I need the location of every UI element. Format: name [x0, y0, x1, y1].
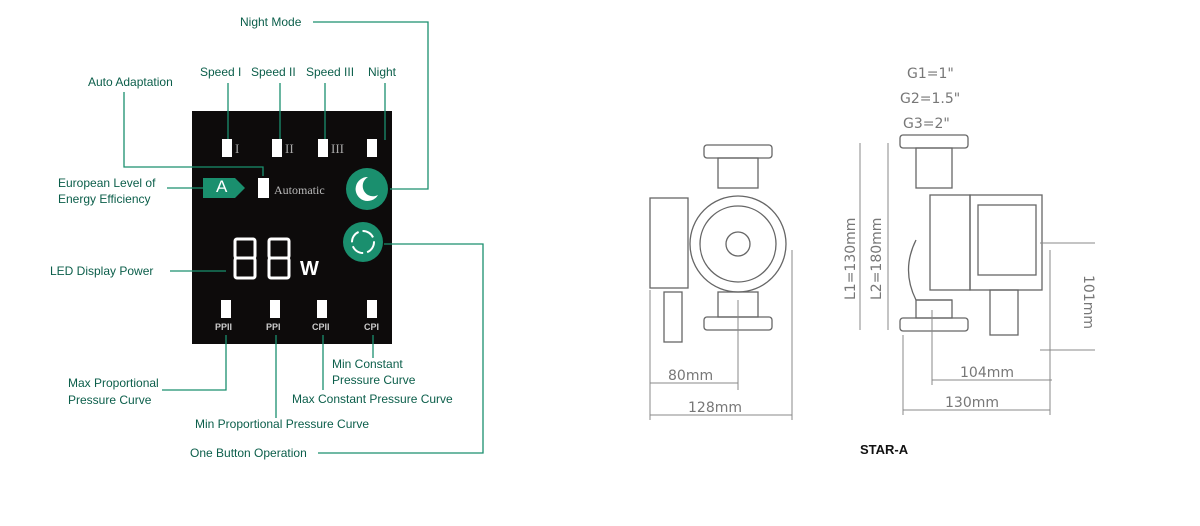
- label-min-const-2: Pressure Curve: [332, 373, 416, 387]
- one-button-operation[interactable]: [343, 222, 383, 262]
- label-night-mode: Night Mode: [240, 15, 302, 29]
- energy-class: A: [216, 177, 228, 196]
- unit-label: W: [300, 258, 319, 280]
- curve-label-ppii: PPII: [215, 322, 233, 332]
- dim-128: 128mm: [688, 400, 742, 416]
- label-max-prop-1: Max Proportional: [68, 376, 159, 390]
- label-one-button: One Button Operation: [190, 446, 307, 460]
- dim-101: 101mm: [1080, 275, 1096, 329]
- speed-1-marker: I: [235, 141, 240, 156]
- pump-front-view: [649, 144, 787, 343]
- moon-icon: [355, 176, 378, 201]
- speed-2-marker: II: [285, 141, 294, 156]
- g2-label: G2=1.5": [900, 91, 960, 107]
- led-display-digits: [233, 237, 291, 280]
- l1-label: L1=130mm: [843, 218, 859, 300]
- label-night: Night: [368, 65, 397, 79]
- leader-lines: [123, 21, 484, 454]
- label-energy-2: Energy Efficiency: [58, 192, 151, 206]
- g3-label: G3=2": [903, 116, 950, 132]
- energy-class-badge: [203, 178, 245, 198]
- dimension-lines: [649, 143, 1095, 420]
- g1-label: G1=1": [907, 66, 954, 82]
- automatic-label: Automatic: [274, 183, 325, 197]
- label-speed-2: Speed II: [251, 65, 296, 79]
- night-mode-button[interactable]: [346, 168, 388, 210]
- dim-80: 80mm: [668, 368, 713, 384]
- model-name: STAR-A: [860, 442, 909, 457]
- curve-label-ppi: PPI: [266, 322, 281, 332]
- curve-label-cpi: CPI: [364, 322, 380, 332]
- label-speed-1: Speed I: [200, 65, 242, 79]
- label-speed-3: Speed III: [306, 65, 355, 79]
- pump-side-view: [899, 134, 1043, 336]
- label-max-const: Max Constant Pressure Curve: [292, 392, 453, 406]
- label-energy-1: European Level of: [58, 176, 156, 190]
- speed-3-marker: III: [331, 141, 344, 156]
- indicator-leds: [221, 139, 377, 318]
- label-auto-adaptation: Auto Adaptation: [88, 75, 173, 89]
- cycle-icon: [351, 230, 375, 254]
- dim-130: 130mm: [945, 395, 999, 411]
- label-min-const-1: Min Constant: [332, 357, 403, 371]
- label-max-prop-2: Pressure Curve: [68, 393, 152, 407]
- l2-label: L2=180mm: [869, 218, 885, 300]
- dim-104: 104mm: [960, 365, 1014, 381]
- curve-label-cpii: CPII: [312, 322, 330, 332]
- label-led-power: LED Display Power: [50, 264, 154, 278]
- label-min-prop: Min Proportional Pressure Curve: [195, 417, 370, 431]
